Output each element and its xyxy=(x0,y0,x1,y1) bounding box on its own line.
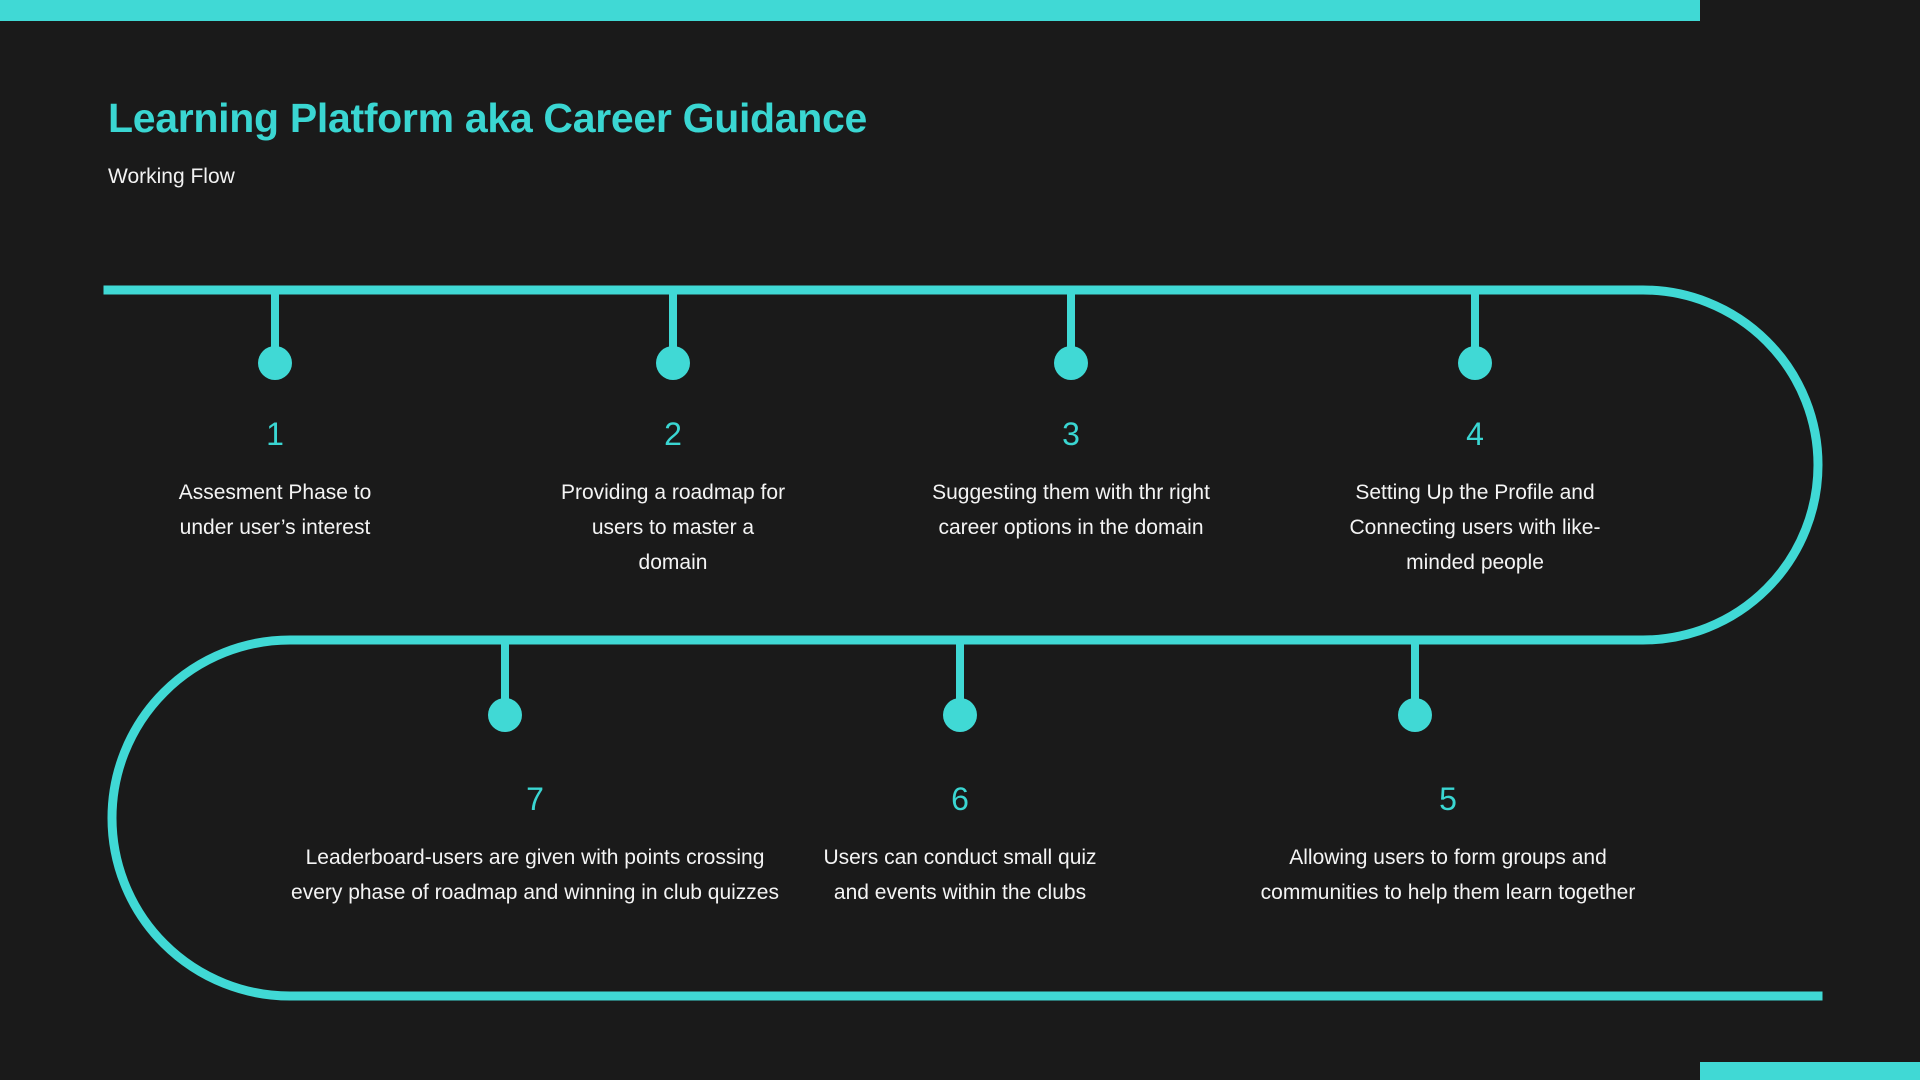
flow-step-6[interactable]: 6 Users can conduct small quiz and event… xyxy=(818,783,1103,911)
flow-step-6-number: 6 xyxy=(951,781,969,817)
flow-step-7-text: Leaderboard-users are given with points … xyxy=(291,846,779,904)
flow-step-3-number: 3 xyxy=(1062,416,1080,452)
flow-step-6-text: Users can conduct small quiz and events … xyxy=(823,846,1097,904)
flow-step-4[interactable]: 4 Setting Up the Profile and Connecting … xyxy=(1335,418,1615,581)
flow-step-1-text: Assesment Phase to under user’s interest xyxy=(178,481,372,539)
bottom-right-accent-bar xyxy=(1700,1062,1920,1080)
node-dot-7[interactable] xyxy=(488,698,522,732)
top-accent-bar xyxy=(0,0,1700,21)
flow-step-3-text: Suggesting them with thr right career op… xyxy=(932,481,1210,539)
node-dot-4[interactable] xyxy=(1458,346,1492,380)
flow-step-2-number: 2 xyxy=(664,416,682,452)
page-subtitle: Working Flow xyxy=(108,165,235,189)
flow-step-5[interactable]: 5 Allowing users to form groups and comm… xyxy=(1248,783,1648,911)
node-dot-3[interactable] xyxy=(1054,346,1088,380)
page-title: Learning Platform aka Career Guidance xyxy=(108,95,868,141)
flow-step-5-text: Allowing users to form groups and commun… xyxy=(1260,846,1636,904)
flow-step-2-text: Providing a roadmap for users to master … xyxy=(560,481,786,574)
node-dot-1[interactable] xyxy=(258,346,292,380)
node-dot-5[interactable] xyxy=(1398,698,1432,732)
flow-step-1-number: 1 xyxy=(266,416,284,452)
flow-step-7-number: 7 xyxy=(526,781,544,817)
flow-step-4-text: Setting Up the Profile and Connecting us… xyxy=(1349,481,1601,574)
node-dot-6[interactable] xyxy=(943,698,977,732)
flow-step-5-number: 5 xyxy=(1439,781,1457,817)
flow-step-3[interactable]: 3 Suggesting them with thr right career … xyxy=(931,418,1211,546)
flow-step-2[interactable]: 2 Providing a roadmap for users to maste… xyxy=(558,418,788,581)
header: Learning Platform aka Career Guidance Wo… xyxy=(108,95,868,189)
node-dot-2[interactable] xyxy=(656,346,690,380)
flow-step-1[interactable]: 1 Assesment Phase to under user’s intere… xyxy=(160,418,390,546)
flow-step-4-number: 4 xyxy=(1466,416,1484,452)
flow-step-7[interactable]: 7 Leaderboard-users are given with point… xyxy=(280,783,790,911)
